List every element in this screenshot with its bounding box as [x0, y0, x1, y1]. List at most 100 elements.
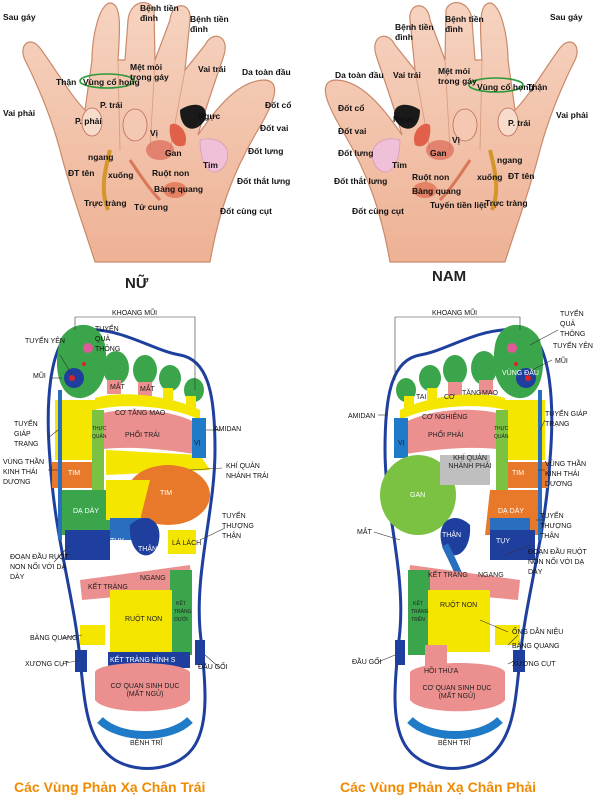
foot-label: AMIDAN: [348, 413, 376, 420]
foot-label: ĐẦU GỐI: [352, 659, 382, 666]
zone-label: RUỘT NON: [440, 602, 478, 609]
foot-label: TUYẾN THƯỢNG THẬN: [222, 513, 254, 540]
zone-label: HỒI THỪA: [424, 668, 459, 675]
zone-label: KẾT TRÀNG HÌNH S: [110, 657, 176, 664]
hand-label: P. trái: [508, 118, 531, 128]
zone-label: DẠ DÀY: [73, 508, 100, 515]
hand-label: Vai phải: [556, 110, 589, 120]
hand-label: Tim: [203, 160, 218, 170]
zone-label: BỆNH TRĨ: [438, 740, 471, 747]
hand-label: P. trái: [100, 100, 123, 110]
zone-label: CƠ NGHIÊNG: [422, 414, 468, 421]
foot-label: ỐNG DẪN NIỆU: [512, 629, 564, 636]
zone-label: THẬN: [442, 532, 462, 539]
zone-label: TIM: [68, 470, 81, 477]
hand-label: Thận: [56, 77, 77, 87]
hand-label: Đốt thắt lưng: [237, 176, 291, 186]
hand-label: Đốt cổ: [265, 100, 292, 110]
hand-label: Gan: [165, 148, 182, 158]
hand-label: Mệt mỏi trong gáy: [130, 62, 169, 82]
zone-label: THỰC QUẢN: [92, 426, 107, 440]
foot-label: ĐẦU GỐI: [198, 664, 228, 671]
hand-label: Thận: [527, 82, 548, 92]
foot-label: TUYẾN GIÁP TRẠNG: [14, 421, 39, 448]
hand-label: Bệnh tiền đình: [395, 22, 434, 42]
lung-zone: [400, 409, 505, 455]
foot-label: KHOANG MŨI: [112, 310, 158, 317]
foot-label: KHOANG MŨI: [432, 310, 478, 317]
hand-label: Đốt lưng: [338, 148, 374, 158]
leader-lines: [47, 316, 559, 669]
foot-label: TUYẾN GIÁP TRẠNG: [545, 411, 588, 428]
hand-label: Gan: [430, 148, 447, 158]
left-hand-diagram: [22, 2, 276, 263]
foot-label: XƯƠNG CỤT: [25, 661, 69, 668]
zone-label: CƠ QUAN SINH DỤC (MẤT NGỦ): [110, 683, 180, 698]
hand-label: Đốt cùng cụt: [352, 206, 404, 216]
right-foot-diagram: [380, 324, 554, 770]
hand-label: Đốt cổ: [338, 103, 365, 113]
hand-label: ĐT tên: [68, 168, 95, 178]
zone-label: KHÍ QUẢN NHÁNH PHẢI: [448, 455, 492, 470]
zone-label: TĂNG: [462, 390, 482, 397]
foot-label: TUYẾN QUẢ THÔNG: [560, 311, 586, 338]
hand-label: Da toàn đầu: [242, 67, 291, 77]
zone-label: PHỔI PHẢI: [428, 432, 464, 439]
hand-label: Ngực: [393, 114, 416, 124]
zone-label: TIM: [160, 490, 173, 497]
zone-label: KẾT TRÀNG TRÊN: [411, 601, 429, 623]
kidney-zone: [129, 517, 160, 556]
left-hand-title: NỮ: [125, 275, 149, 292]
zone-label: MAO: [482, 390, 498, 397]
hand-label: P. phải: [75, 116, 102, 126]
foot-label: TUYẾN QUẢ THÔNG: [95, 326, 121, 353]
hand-label: Bệnh tiền đình: [445, 14, 484, 34]
hand-label: Vùng cổ họng: [477, 82, 534, 92]
hand-label: Vị: [452, 135, 461, 145]
zone-label: GAN: [410, 492, 426, 499]
hand-label: Vai phải: [3, 108, 36, 118]
hand-label: Đốt lưng: [248, 146, 284, 156]
foot-label: TUYẾN THƯỢNG THẬN: [540, 513, 572, 540]
hand-label: ĐT tên: [508, 171, 535, 181]
hand-label: Ruột non: [152, 168, 190, 178]
right-hand-title: NAM: [432, 268, 467, 285]
hand-label: ngang: [88, 152, 114, 162]
hand-label: ngang: [497, 155, 523, 165]
foot-label: VÙNG THẦN KINH THÁI DƯƠNG: [3, 459, 45, 486]
hand-label: Trực tràng: [485, 198, 528, 208]
hand-label: Đốt cùng cụt: [220, 206, 272, 216]
hand-label: Vị: [150, 128, 159, 138]
foot-label: ĐOẠN ĐẦU RUỘT NON NỐI VỚI DẠ DÀY: [528, 549, 587, 576]
hand-label: Trực tràng: [84, 198, 127, 208]
big-toe-zone: [493, 324, 544, 399]
hand-label: Vai trái: [393, 70, 421, 80]
zone-label: KẾT TRÀNG DƯỚI: [174, 601, 192, 623]
hand-label: Đốt vai: [260, 123, 289, 133]
liver-zone: [380, 455, 456, 535]
foot-label: TUYẾN YÊN: [553, 343, 593, 350]
foot-label: XƯƠNG CỤT: [512, 661, 556, 668]
left-foot-caption: Các Vùng Phản Xạ Chân Trái: [14, 779, 206, 795]
hand-label: Đốt vai: [338, 126, 367, 136]
hand-label: xuống: [108, 170, 134, 180]
zone-label: KẾT TRÀNG: [428, 572, 468, 579]
throat-zone: [468, 77, 524, 93]
foot-label: BÀNG QUANG: [30, 635, 78, 642]
zone-label: CƠ TĂNG MAO: [115, 410, 166, 417]
foot-label: BÀNG QUANG: [512, 643, 560, 650]
hand-label: Tuyến tiền liệt: [430, 200, 487, 210]
hand-label: Vai trái: [198, 64, 226, 74]
hand-label: Mệt mỏi trong gáy: [438, 66, 477, 86]
zone-label: TIM: [512, 470, 525, 477]
foot-label: KHÍ QUẢN NHÁNH TRÁI: [226, 463, 269, 480]
hand-label: Ngực: [198, 111, 221, 121]
zone-label: LÁ LÁCH: [172, 540, 202, 547]
zone-label: PHỔI TRÁI: [125, 432, 160, 439]
left-hand-shape: [22, 2, 276, 263]
throat-zone: [79, 73, 135, 89]
zone-label: THẬN: [138, 546, 158, 553]
zone-label: THỰC QUẢN: [494, 426, 509, 440]
hand-label: Sau gáy: [550, 12, 583, 22]
hand-label: Tử cung: [134, 202, 169, 212]
